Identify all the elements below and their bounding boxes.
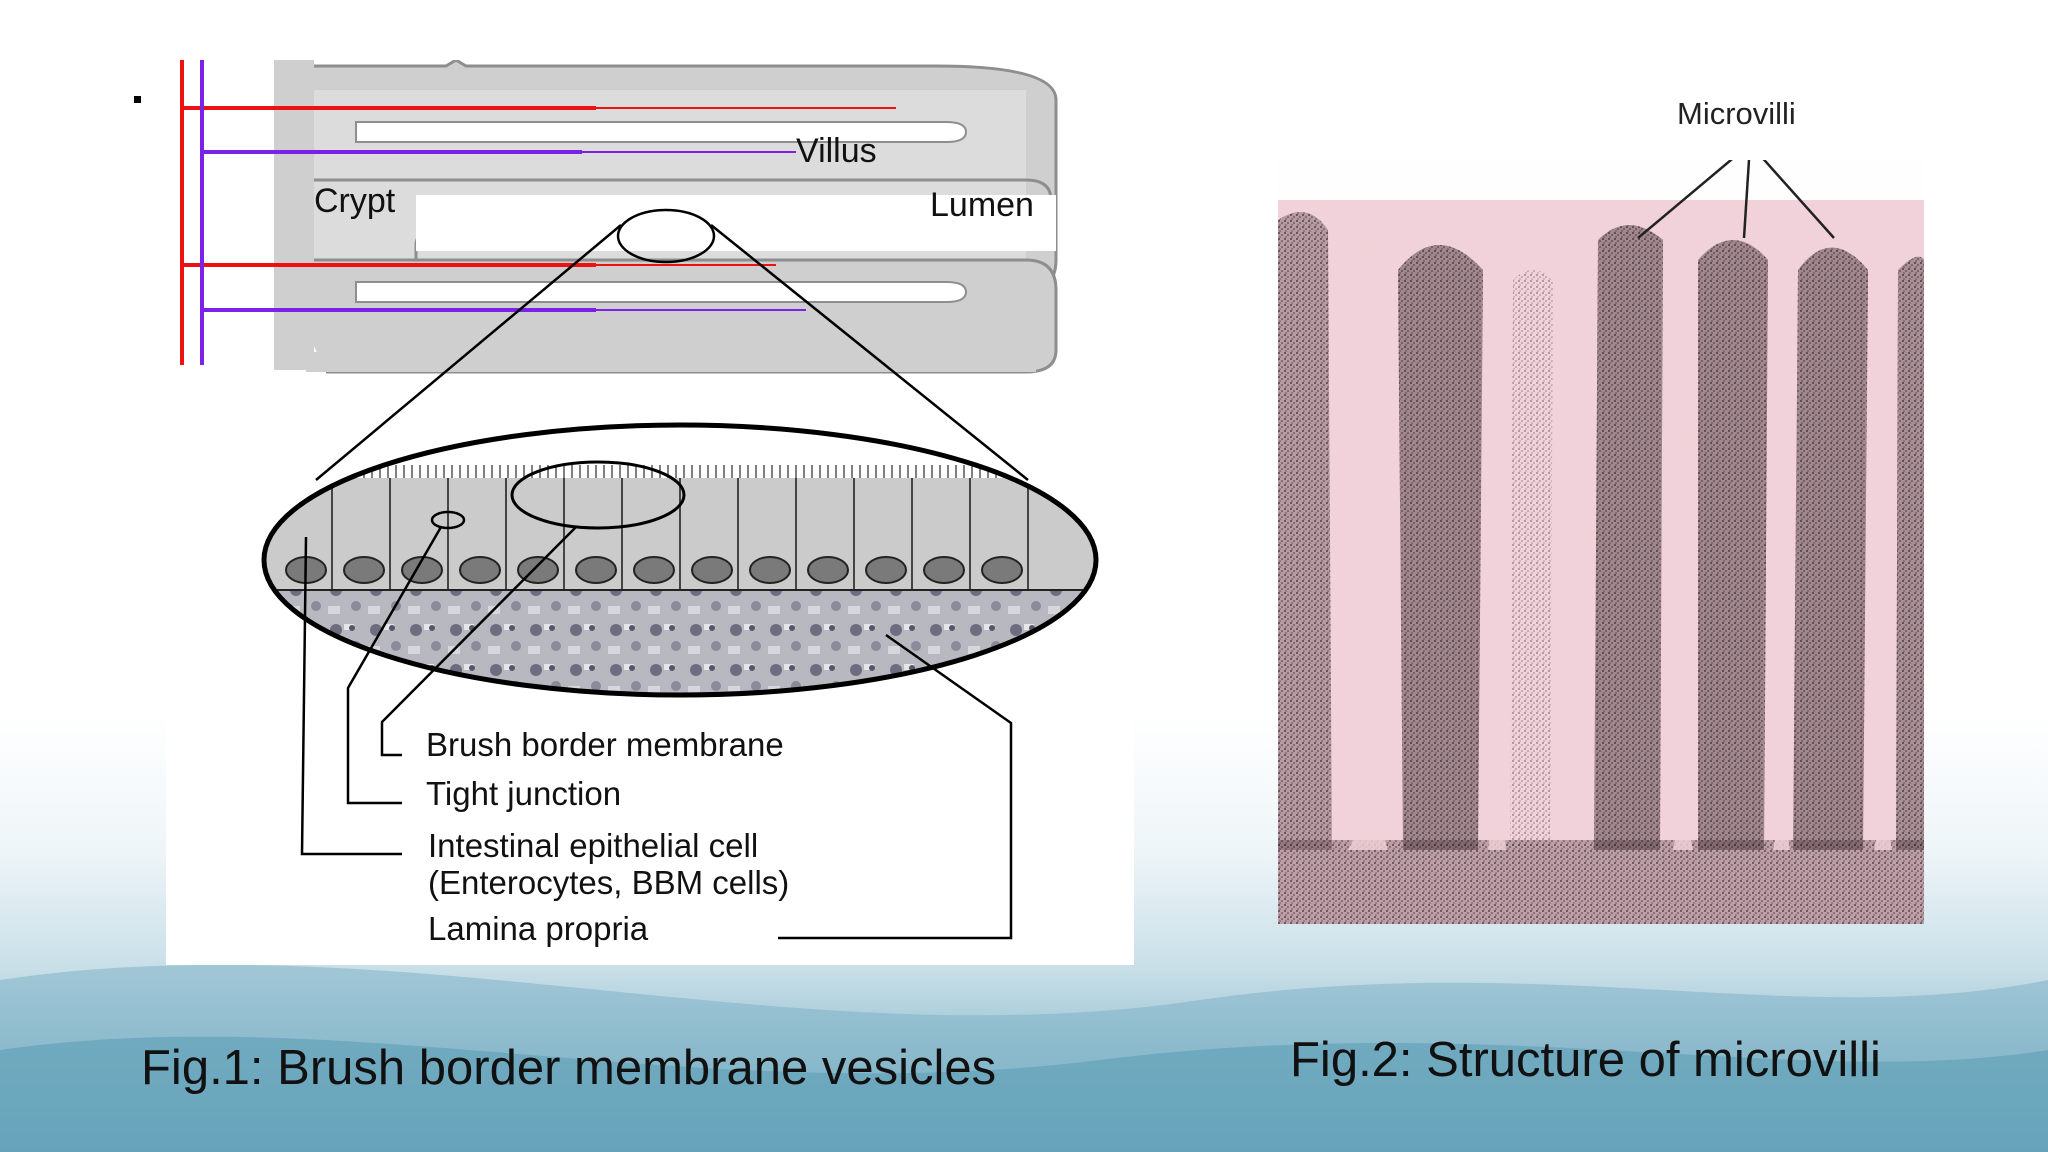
epithelial-cell-label: Intestinal epithelial cell	[428, 827, 758, 864]
lumen-label: Lumen	[930, 186, 1034, 224]
figure2-caption: Fig.2: Structure of microvilli	[1290, 1033, 1881, 1087]
microvilli-label: Microvilli	[1677, 96, 1796, 131]
microvillus-columns	[1278, 212, 1924, 851]
tight-junction-label: Tight junction	[426, 775, 621, 812]
epithelium-ellipse	[261, 422, 1099, 698]
figure1-diagram: Villus Crypt Lumen	[180, 60, 1099, 947]
figure1-caption: Fig.1: Brush border membrane vesicles	[141, 1041, 997, 1095]
vein-lines	[200, 60, 806, 365]
brush-border-membrane-label: Brush border membrane	[426, 726, 784, 763]
microvilli-micrograph	[1278, 160, 1924, 924]
microvilli-pointers	[1637, 160, 1835, 239]
zoom-indicator	[315, 208, 1029, 481]
crypt-label: Crypt	[314, 182, 396, 220]
leader-lines	[300, 526, 1013, 940]
stray-dot	[134, 96, 141, 103]
villus-label: Villus	[796, 132, 877, 170]
enterocytes-label: (Enterocytes, BBM cells)	[428, 864, 789, 901]
background-wave	[0, 964, 2048, 1152]
artery-lines	[180, 60, 896, 365]
figure1-panel: Villus Crypt Lumen	[166, 60, 1134, 965]
lamina-propria-label: Lamina propria	[428, 910, 649, 947]
villus-crypt-structure	[274, 60, 1058, 374]
